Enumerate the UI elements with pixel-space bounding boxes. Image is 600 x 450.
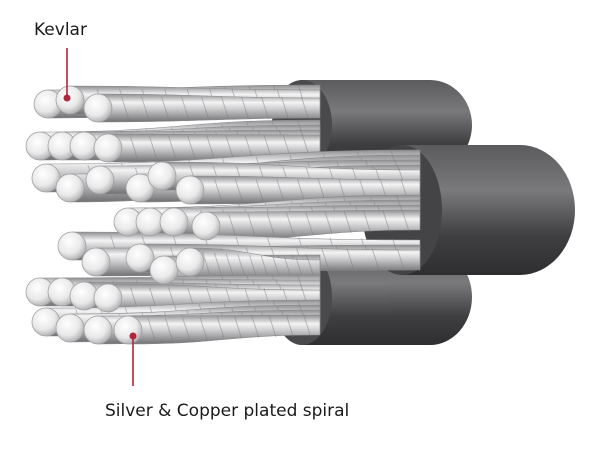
strand-end-cap bbox=[55, 173, 85, 203]
strand-end-cap bbox=[147, 161, 177, 191]
spiral-label: Silver & Copper plated spiral bbox=[105, 401, 350, 421]
strand-end-cap bbox=[31, 307, 61, 337]
strand-end-cap bbox=[149, 255, 179, 285]
strand-end-cap bbox=[113, 315, 143, 345]
wire-strand bbox=[205, 209, 421, 241]
wire-strand bbox=[127, 314, 321, 345]
strand-end-cap bbox=[93, 133, 123, 163]
strand-end-cap bbox=[125, 243, 155, 273]
strand-end-cap bbox=[83, 93, 113, 123]
strand-end-cap bbox=[175, 175, 205, 205]
strand-end-cap bbox=[93, 283, 123, 313]
leader-spiral bbox=[129, 332, 137, 386]
strand-end-cap bbox=[55, 85, 85, 115]
strand-end-cap bbox=[83, 315, 113, 345]
strand-end-cap bbox=[81, 247, 111, 277]
strand-end-cap bbox=[175, 247, 205, 277]
strand-caps bbox=[25, 85, 221, 345]
kevlar-label: Kevlar bbox=[34, 20, 87, 40]
strand-end-cap bbox=[55, 313, 85, 343]
strand-end-cap bbox=[125, 173, 155, 203]
strand-end-cap bbox=[159, 207, 189, 237]
strand-end-cap bbox=[57, 231, 87, 261]
strand-end-cap bbox=[85, 165, 115, 195]
strand-end-cap bbox=[191, 211, 221, 241]
leader-kevlar bbox=[63, 48, 71, 102]
wire-strand bbox=[97, 93, 321, 123]
